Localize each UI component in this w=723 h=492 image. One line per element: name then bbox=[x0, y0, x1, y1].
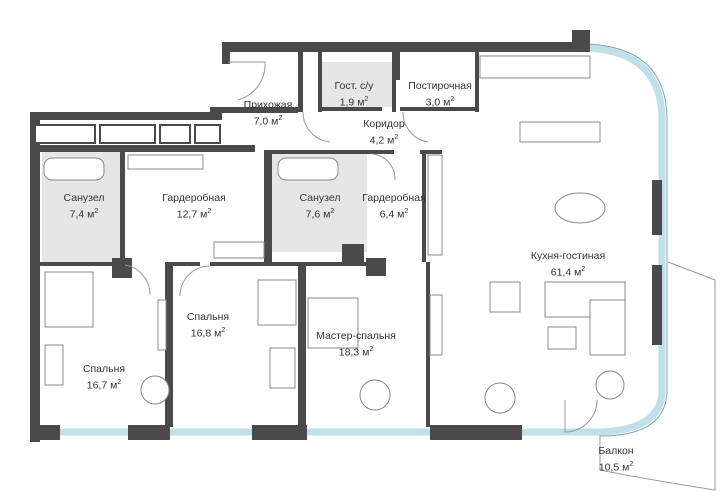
guest-wc-floor bbox=[322, 62, 392, 107]
room-area: 12,7 м2 bbox=[162, 205, 226, 222]
room-name: Коридор bbox=[363, 118, 405, 130]
area-value: 61,4 м bbox=[550, 266, 582, 279]
windows-top-left bbox=[34, 124, 221, 144]
area-unit-sup: 2 bbox=[629, 461, 634, 468]
doors bbox=[124, 61, 598, 433]
area-unit-sup: 2 bbox=[394, 134, 399, 141]
area-unit-sup: 2 bbox=[581, 266, 586, 273]
room-area: 16,8 м2 bbox=[187, 324, 229, 341]
area-value: 7,6 м bbox=[305, 208, 331, 221]
room-area: 61,4 м2 bbox=[531, 263, 605, 280]
area-unit-sup: 2 bbox=[278, 115, 283, 122]
area-value: 7,4 м bbox=[69, 208, 95, 221]
room-area: 1,9 м2 bbox=[335, 93, 374, 110]
room-name: Санузел bbox=[63, 192, 105, 204]
room-area: 7,0 м2 bbox=[244, 112, 293, 129]
area-unit-sup: 2 bbox=[207, 208, 212, 215]
area-value: 16,7 м bbox=[86, 379, 118, 392]
area-value: 16,8 м bbox=[190, 327, 222, 340]
area-unit-sup: 2 bbox=[364, 96, 369, 103]
area-value: 10,5 м bbox=[598, 461, 630, 474]
area-unit-sup: 2 bbox=[221, 327, 226, 334]
room-name: Прихожая bbox=[243, 99, 293, 111]
room-area: 18,3 м2 bbox=[316, 343, 396, 360]
room-name: Постирочная bbox=[408, 80, 472, 92]
area-unit-sup: 2 bbox=[94, 208, 99, 215]
furniture bbox=[43, 55, 626, 414]
area-value: 1,9 м bbox=[339, 96, 365, 109]
area-unit-sup: 2 bbox=[330, 208, 335, 215]
glass-facade bbox=[40, 44, 666, 436]
area-value: 4,2 м bbox=[369, 134, 395, 147]
room-area: 6,4 м2 bbox=[362, 205, 426, 222]
room-area: 10,5 м2 bbox=[598, 458, 633, 475]
room-name: Спальня bbox=[186, 311, 230, 323]
area-value: 6,4 м bbox=[379, 208, 405, 221]
room-area: 4,2 м2 bbox=[363, 131, 404, 148]
area-unit-sup: 2 bbox=[450, 96, 455, 103]
room-name: Мастер-спальня bbox=[316, 330, 396, 342]
room-name: Гост. с/у bbox=[334, 80, 374, 92]
room-name: Спальня bbox=[82, 363, 126, 375]
room-name: Балкон bbox=[598, 445, 634, 457]
room-area: 7,4 м2 bbox=[64, 205, 105, 222]
room-area: 7,6 м2 bbox=[300, 205, 341, 222]
area-unit-sup: 2 bbox=[369, 346, 374, 353]
area-value: 7,0 м bbox=[253, 115, 279, 128]
room-name: Кухня-гостиная bbox=[530, 250, 606, 262]
area-unit-sup: 2 bbox=[404, 208, 409, 215]
room-name: Гардеробная bbox=[362, 192, 426, 204]
walls bbox=[30, 30, 662, 442]
room-area: 16,7 м2 bbox=[83, 376, 125, 393]
glass-facade-line bbox=[587, 43, 668, 437]
room-name: Гардеробная bbox=[162, 192, 226, 204]
room-name: Санузел bbox=[299, 192, 341, 204]
area-unit-sup: 2 bbox=[117, 379, 122, 386]
area-value: 12,7 м bbox=[176, 208, 208, 221]
balcony-outline bbox=[599, 261, 716, 491]
area-value: 3,0 м bbox=[425, 96, 451, 109]
area-value: 18,3 м bbox=[338, 346, 370, 359]
room-area: 3,0 м2 bbox=[408, 93, 472, 110]
